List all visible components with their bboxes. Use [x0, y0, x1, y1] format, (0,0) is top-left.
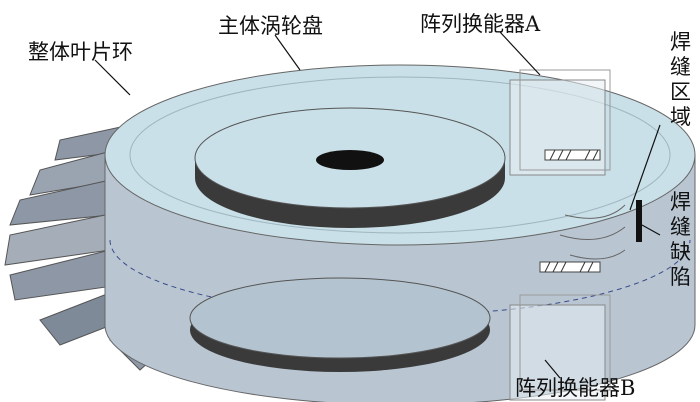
label-turbine-disk: 主体涡轮盘 [218, 14, 323, 38]
label-weld-defect: 焊缝缺陷 [670, 190, 691, 289]
label-transducer-a: 阵列换能器A [420, 12, 541, 36]
label-transducer-b: 阵列换能器B [515, 376, 636, 400]
label-weld-zone: 焊缝区域 [670, 30, 691, 129]
center-hole [316, 150, 384, 170]
leader-lines [94, 31, 661, 379]
label-blade-ring: 整体叶片环 [28, 40, 133, 64]
transducer-b [509, 261, 611, 401]
weld-defect-mark [636, 200, 642, 242]
transducer-a [509, 69, 611, 176]
